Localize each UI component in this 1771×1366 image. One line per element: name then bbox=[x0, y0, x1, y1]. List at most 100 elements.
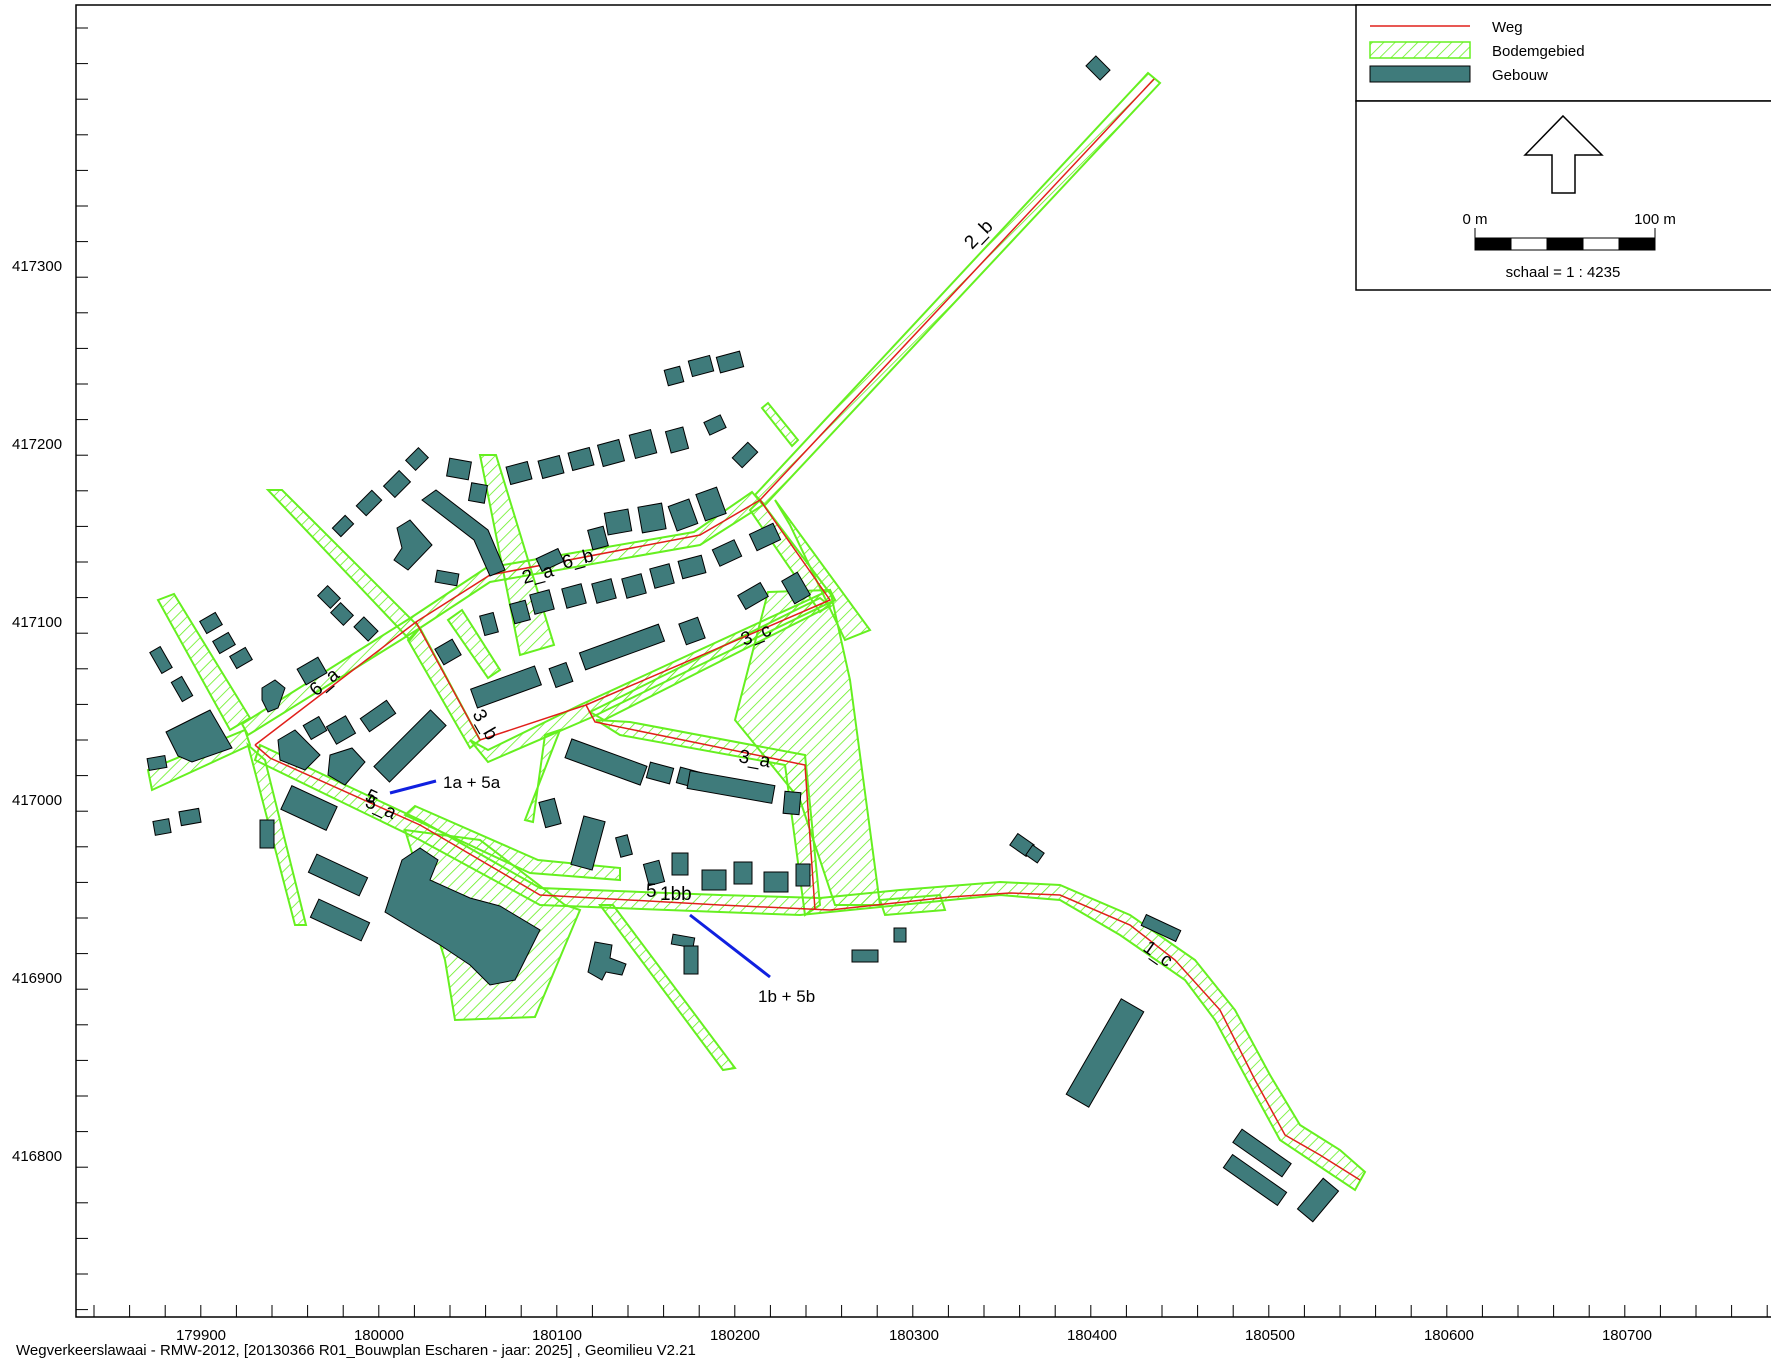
building bbox=[663, 365, 685, 387]
road-3c bbox=[585, 499, 832, 706]
building bbox=[711, 539, 743, 567]
building bbox=[671, 852, 689, 876]
building bbox=[645, 761, 675, 785]
x-tick-label: 179900 bbox=[176, 1327, 226, 1344]
building bbox=[678, 616, 706, 646]
building bbox=[642, 859, 666, 887]
building bbox=[170, 675, 194, 703]
scale-panel: 0 m 100 m schaal = 1 : 4235 bbox=[1355, 100, 1771, 291]
building bbox=[325, 715, 357, 745]
x-tick-label: 180400 bbox=[1067, 1327, 1117, 1344]
building bbox=[782, 790, 802, 816]
building bbox=[529, 589, 555, 615]
building bbox=[591, 578, 617, 604]
building bbox=[731, 441, 759, 469]
building bbox=[893, 927, 907, 943]
building bbox=[781, 571, 811, 605]
x-tick-label: 180500 bbox=[1245, 1327, 1295, 1344]
y-tick-label: 417000 bbox=[12, 792, 62, 809]
building bbox=[578, 623, 666, 671]
scale-text: schaal = 1 : 4235 bbox=[1506, 264, 1621, 281]
legend-label-road: Weg bbox=[1492, 19, 1523, 36]
building bbox=[277, 729, 321, 771]
building bbox=[327, 747, 366, 786]
building bbox=[649, 563, 675, 589]
road-label: 1bb bbox=[660, 884, 692, 905]
soil-area bbox=[156, 592, 252, 732]
soil-area bbox=[246, 742, 308, 926]
x-tick-label: 180300 bbox=[889, 1327, 939, 1344]
building bbox=[479, 611, 499, 637]
building bbox=[434, 638, 462, 666]
building bbox=[715, 350, 745, 374]
y-tick-label: 417300 bbox=[12, 258, 62, 275]
building bbox=[687, 354, 715, 378]
building bbox=[261, 679, 286, 713]
soil-area bbox=[446, 608, 502, 680]
building bbox=[677, 554, 707, 580]
building bbox=[280, 784, 338, 832]
building bbox=[505, 460, 533, 486]
callout-line bbox=[389, 779, 437, 795]
building bbox=[628, 428, 658, 460]
building bbox=[538, 797, 562, 829]
legend-building-symbol bbox=[1369, 65, 1471, 83]
building bbox=[548, 661, 574, 689]
building bbox=[748, 522, 782, 552]
soil-area bbox=[760, 401, 800, 448]
building bbox=[703, 414, 727, 436]
building bbox=[1065, 998, 1145, 1108]
building bbox=[564, 738, 648, 786]
x-tick-label: 180000 bbox=[354, 1327, 404, 1344]
x-axis-ticks bbox=[93, 1305, 1768, 1317]
building bbox=[1232, 1128, 1292, 1178]
soil-area bbox=[774, 499, 872, 642]
building bbox=[373, 709, 447, 783]
building bbox=[434, 569, 460, 587]
road-label: 5 bbox=[646, 881, 657, 902]
road-label: 3_a bbox=[737, 746, 772, 772]
building bbox=[851, 949, 879, 963]
building bbox=[199, 611, 223, 635]
callout-labels: 1a + 5a 1b + 5b bbox=[443, 773, 815, 1006]
building bbox=[795, 863, 811, 887]
building bbox=[670, 933, 696, 949]
north-arrow-icon bbox=[1523, 114, 1604, 194]
building bbox=[615, 834, 633, 858]
soil-area bbox=[523, 728, 562, 824]
building bbox=[603, 508, 633, 536]
building bbox=[1140, 913, 1182, 943]
building bbox=[664, 426, 690, 454]
building bbox=[355, 489, 383, 517]
building bbox=[683, 945, 699, 975]
y-tick-label: 417200 bbox=[12, 436, 62, 453]
x-tick-label: 180200 bbox=[710, 1327, 760, 1344]
building bbox=[229, 646, 253, 670]
scale-end-label: 100 m bbox=[1634, 211, 1676, 228]
building bbox=[393, 519, 433, 571]
building bbox=[329, 601, 355, 627]
y-axis-ticks bbox=[76, 27, 88, 1311]
building bbox=[353, 616, 379, 642]
building bbox=[567, 446, 595, 472]
building bbox=[1222, 1153, 1288, 1207]
building bbox=[359, 699, 397, 733]
building bbox=[596, 438, 626, 468]
x-tick-label: 180700 bbox=[1602, 1327, 1652, 1344]
building bbox=[212, 631, 236, 655]
building bbox=[259, 819, 275, 849]
building bbox=[146, 754, 168, 772]
y-tick-label: 416900 bbox=[12, 970, 62, 987]
building bbox=[587, 525, 609, 551]
scale-start-label: 0 m bbox=[1462, 211, 1487, 228]
road-2b bbox=[759, 78, 1155, 501]
building bbox=[149, 645, 173, 675]
buildings bbox=[146, 55, 1340, 1223]
building bbox=[309, 898, 371, 942]
building bbox=[296, 656, 328, 686]
x-tick-label: 180600 bbox=[1424, 1327, 1474, 1344]
building bbox=[535, 547, 565, 573]
building bbox=[469, 665, 543, 709]
building bbox=[509, 599, 531, 625]
building bbox=[695, 486, 727, 522]
